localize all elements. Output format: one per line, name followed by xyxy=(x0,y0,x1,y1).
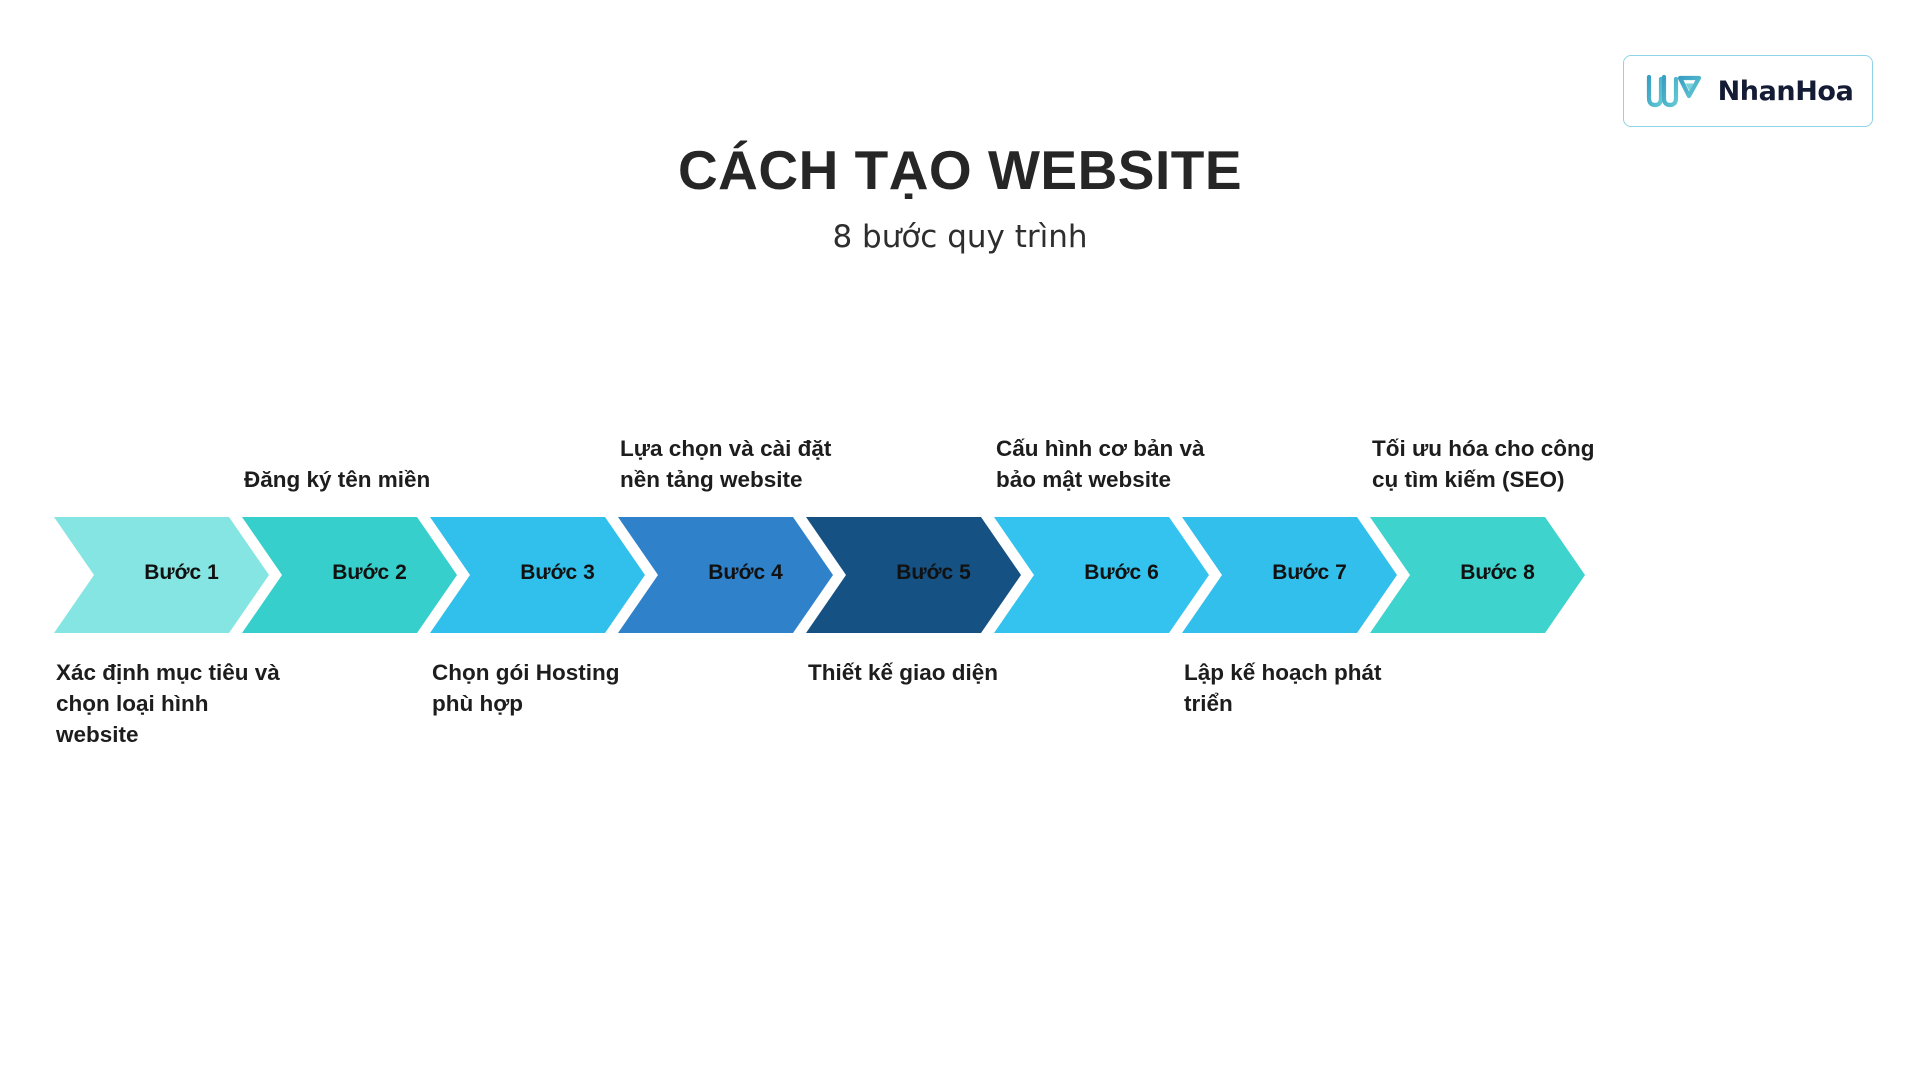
step-caption-8: Tối ưu hóa cho công cụ tìm kiếm (SEO) xyxy=(1372,435,1595,492)
nhanhoa-logo-badge: NhanHoa xyxy=(1623,55,1873,127)
chevron-label-step-2: Bước 2 xyxy=(332,561,407,584)
chevron-label-step-7: Bước 7 xyxy=(1272,561,1347,584)
step-caption-4: Lựa chọn và cài đặt nền tảng website xyxy=(620,435,832,492)
step-caption-1: Xác định mục tiêu và chọn loại hình webs… xyxy=(56,660,280,748)
step-caption-7: Lập kế hoạch phát triển xyxy=(1184,660,1382,717)
page-subtitle: 8 bước quy trình xyxy=(832,218,1088,255)
chevron-label-step-6: Bước 6 xyxy=(1084,561,1159,584)
chevron-label-step-4: Bước 4 xyxy=(708,561,783,584)
step-caption-2: Đăng ký tên miền xyxy=(244,466,431,492)
chevron-label-step-1: Bước 1 xyxy=(144,561,219,584)
page-title: CÁCH TẠO WEBSITE xyxy=(677,139,1243,201)
heading-block: CÁCH TẠO WEBSITE 8 bước quy trình xyxy=(0,140,1920,256)
chevron-label-step-8: Bước 8 xyxy=(1460,561,1535,584)
chevron-label-step-3: Bước 3 xyxy=(520,561,595,584)
nhanhoa-w-logo-icon xyxy=(1646,74,1701,108)
step-caption-6: Cấu hình cơ bản và bảo mật website xyxy=(996,435,1205,492)
step-caption-5: Thiết kế giao diện xyxy=(808,660,999,685)
step-caption-3: Chọn gói Hosting phù hợp xyxy=(432,660,620,717)
chevron-label-step-5: Bước 5 xyxy=(896,561,971,584)
nhanhoa-wordmark: NhanHoa xyxy=(1717,75,1854,107)
